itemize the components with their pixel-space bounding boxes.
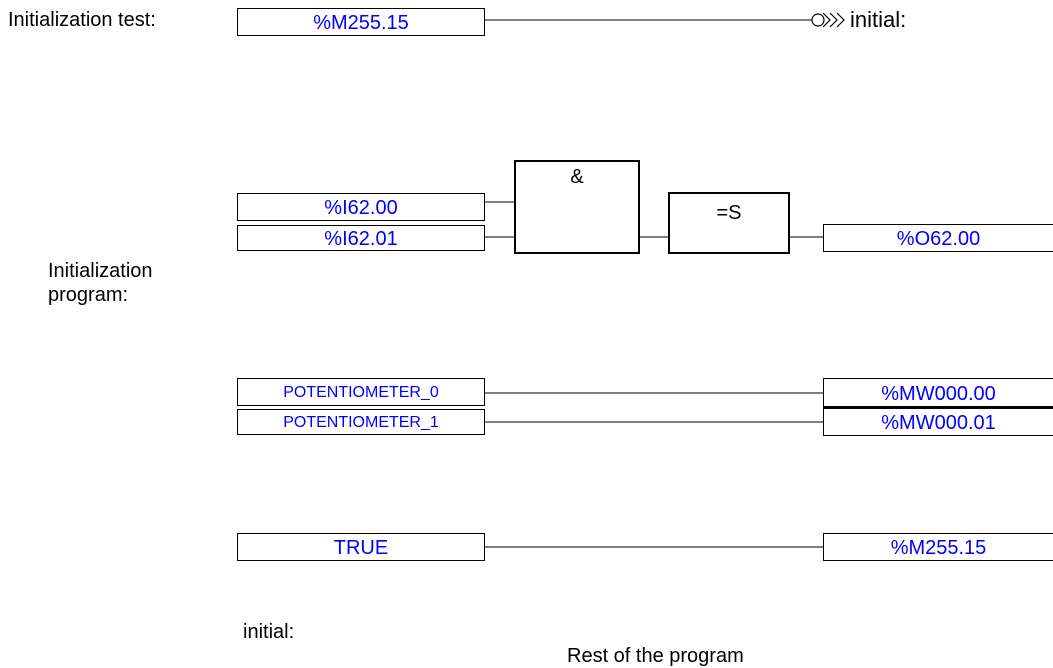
and-output-operand[interactable]: %O62.00 bbox=[823, 224, 1053, 252]
set-block[interactable]: =S bbox=[668, 192, 790, 254]
test-input-operand[interactable]: %M255.15 bbox=[237, 8, 485, 36]
set-symbol: =S bbox=[716, 202, 742, 224]
pot-output-1[interactable]: %MW000.01 bbox=[823, 408, 1053, 436]
initial-label: initial: bbox=[243, 621, 295, 643]
init-test-label: Initialization test: bbox=[8, 9, 156, 31]
jump-target-label: initial: bbox=[850, 7, 907, 32]
pot-input-0[interactable]: POTENTIOMETER_0 bbox=[237, 378, 485, 406]
true-input[interactable]: TRUE bbox=[237, 533, 485, 561]
and-symbol: & bbox=[570, 166, 584, 188]
pot-output-0[interactable]: %MW000.00 bbox=[823, 378, 1053, 408]
pot-input-1[interactable]: POTENTIOMETER_1 bbox=[237, 409, 485, 435]
jump-arrow-icon bbox=[811, 12, 845, 28]
and-block[interactable]: & bbox=[514, 160, 640, 254]
rest-of-program-label: Rest of the program bbox=[567, 645, 744, 667]
and-input-2[interactable]: %I62.01 bbox=[237, 225, 485, 251]
init-program-label-line2: program: bbox=[48, 284, 129, 306]
true-output-operand[interactable]: %M255.15 bbox=[823, 533, 1053, 561]
and-input-1[interactable]: %I62.00 bbox=[237, 193, 485, 221]
init-program-label-line1: Initialization bbox=[48, 260, 153, 282]
